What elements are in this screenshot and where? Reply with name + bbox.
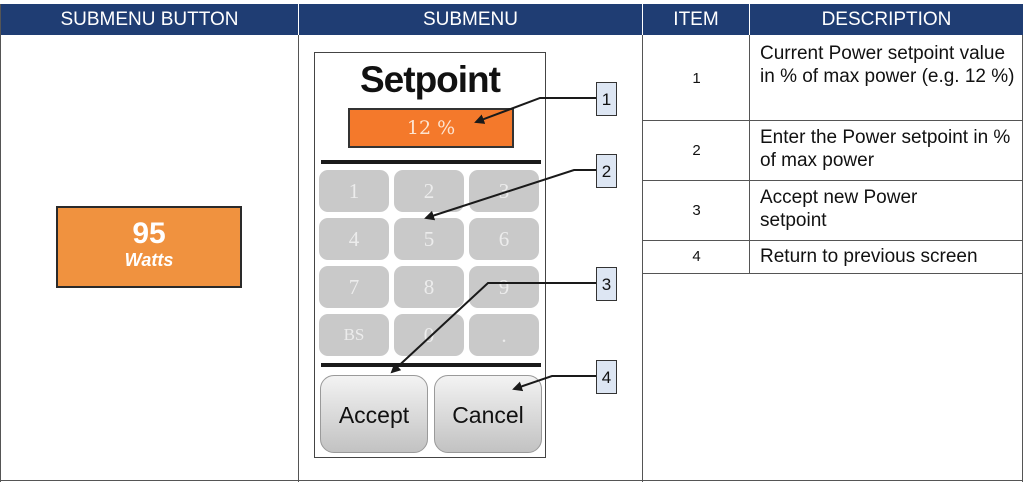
key-3[interactable]: 3 bbox=[469, 170, 539, 212]
key-7[interactable]: 7 bbox=[319, 266, 389, 308]
key-6[interactable]: 6 bbox=[469, 218, 539, 260]
row-divider bbox=[643, 273, 1023, 274]
row-divider bbox=[643, 120, 1023, 121]
row-4-item: 4 bbox=[692, 248, 701, 265]
key-9[interactable]: 9 bbox=[469, 266, 539, 308]
accept-button[interactable]: Accept bbox=[320, 375, 428, 453]
divider bbox=[321, 363, 541, 367]
key-decimal[interactable]: . bbox=[469, 314, 539, 356]
row-2-item: 2 bbox=[692, 142, 701, 159]
key-1[interactable]: 1 bbox=[319, 170, 389, 212]
power-value: 95 bbox=[132, 217, 166, 250]
power-submenu-button[interactable]: 95 Watts bbox=[56, 206, 242, 288]
row-3-item: 3 bbox=[692, 202, 701, 219]
row-1-item: 1 bbox=[692, 70, 701, 87]
setpoint-title: Setpoint bbox=[360, 59, 501, 100]
callout-3: 3 bbox=[596, 267, 617, 301]
cancel-button[interactable]: Cancel bbox=[434, 375, 542, 453]
header-description: DESCRIPTION bbox=[750, 4, 1023, 35]
callout-4-arrow bbox=[512, 375, 596, 392]
table-border bbox=[1022, 35, 1023, 482]
callout-4: 4 bbox=[596, 360, 617, 394]
table-border bbox=[0, 4, 1, 482]
row-2-description: Enter the Power setpoint in % of max pow… bbox=[760, 127, 1011, 171]
header-submenu: SUBMENU bbox=[299, 4, 642, 35]
key-backspace[interactable]: BS bbox=[319, 314, 389, 356]
table-border bbox=[749, 35, 750, 273]
header-submenu-button: SUBMENU BUTTON bbox=[1, 4, 298, 35]
callout-2: 2 bbox=[596, 154, 617, 188]
callout-3-arrow bbox=[390, 282, 596, 374]
key-8[interactable]: 8 bbox=[394, 266, 464, 308]
header-item: ITEM bbox=[643, 4, 749, 35]
key-2[interactable]: 2 bbox=[394, 170, 464, 212]
row-1-description: Current Power setpoint value in % of max… bbox=[760, 43, 1015, 87]
row-3-description: Accept new Power setpoint bbox=[760, 187, 918, 231]
callout-1-arrow bbox=[474, 97, 596, 124]
setpoint-submenu-panel: Setpoint 12 % 1 2 3 4 5 6 7 8 9 BS 0 . A… bbox=[314, 52, 546, 458]
table-border bbox=[298, 35, 299, 482]
table-border bbox=[642, 35, 643, 482]
callout-2-arrow bbox=[424, 169, 596, 221]
key-5[interactable]: 5 bbox=[394, 218, 464, 260]
callout-1: 1 bbox=[596, 82, 617, 116]
divider bbox=[321, 160, 541, 164]
key-4[interactable]: 4 bbox=[319, 218, 389, 260]
setpoint-value-display: 12 % bbox=[348, 108, 514, 148]
row-divider bbox=[643, 180, 1023, 181]
table-bottom bbox=[0, 480, 1023, 481]
key-0[interactable]: 0 bbox=[394, 314, 464, 356]
row-divider bbox=[643, 240, 1023, 241]
row-4-description: Return to previous screen bbox=[760, 246, 978, 267]
power-unit: Watts bbox=[124, 250, 174, 270]
